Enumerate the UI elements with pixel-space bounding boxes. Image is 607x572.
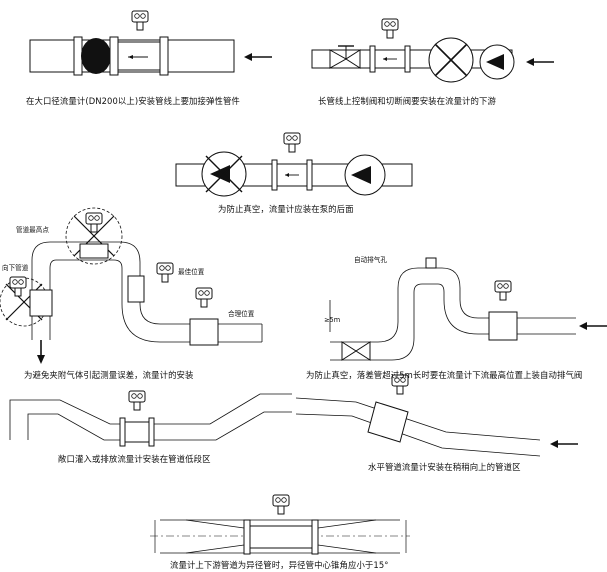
label-downward-pipe: 向下管道	[2, 264, 29, 272]
label-auto-vent: 自动排气孔	[354, 256, 387, 264]
panel-upward-pipe	[295, 374, 579, 457]
panel-flexible-joint	[29, 10, 273, 76]
flowmeter-icon	[85, 212, 103, 233]
flowmeter-icon	[9, 276, 27, 297]
panel-after-pump	[175, 132, 413, 197]
caption-flexible-joint: 在大口径流量计(DN200以上)安装管线上要加接弹性管件	[26, 96, 240, 106]
panel-low-section	[9, 390, 292, 447]
flow-arrow-icon	[243, 52, 273, 62]
caption-upward-pipe: 水平管道流量计安装在稍稍向上的管道区	[368, 462, 521, 472]
panel-valves-downstream	[311, 18, 555, 83]
flowmeter-icon	[195, 287, 213, 308]
caption-low-section: 敞口灌入或排放流量计安装在管道低段区	[58, 454, 211, 464]
flow-arrow-icon	[578, 321, 607, 331]
panel-auto-vent	[329, 257, 607, 361]
flowmeter-icon	[381, 18, 399, 39]
label-height-mark: ≥5m	[324, 316, 341, 324]
panel-reducer	[150, 494, 410, 555]
flow-arrow-icon	[525, 57, 555, 67]
flowmeter-icon	[494, 280, 512, 301]
flowmeter-icon	[131, 10, 149, 31]
flowmeter-icon	[156, 262, 174, 283]
caption-after-pump: 为防止真空，流量计应装在泵的后面	[218, 204, 354, 214]
flowmeter-icon	[128, 390, 146, 411]
caption-reducer: 流量计上下游管道为异径管时，异径管中心锥角应小于15°	[170, 560, 389, 570]
flowmeter-icon	[283, 132, 301, 153]
flow-arrow-icon	[549, 439, 579, 449]
label-best-position: 最佳位置	[178, 268, 205, 276]
caption-valves-downstream: 长管线上控制阀和切断阀要安装在流量计的下游	[318, 96, 496, 106]
label-highest-point: 管道最高点	[16, 226, 49, 234]
label-suitable-position: 合理位置	[228, 310, 255, 318]
panel-avoid-air	[0, 207, 263, 364]
flowmeter-icon	[272, 494, 290, 515]
caption-auto-vent: 为防止真空，落差管超过5m长时要在流量计下流最高位置上装自动排气阀	[306, 370, 583, 380]
caption-avoid-air: 为避免夹附气体引起测量误差，流量计的安装	[24, 370, 194, 380]
